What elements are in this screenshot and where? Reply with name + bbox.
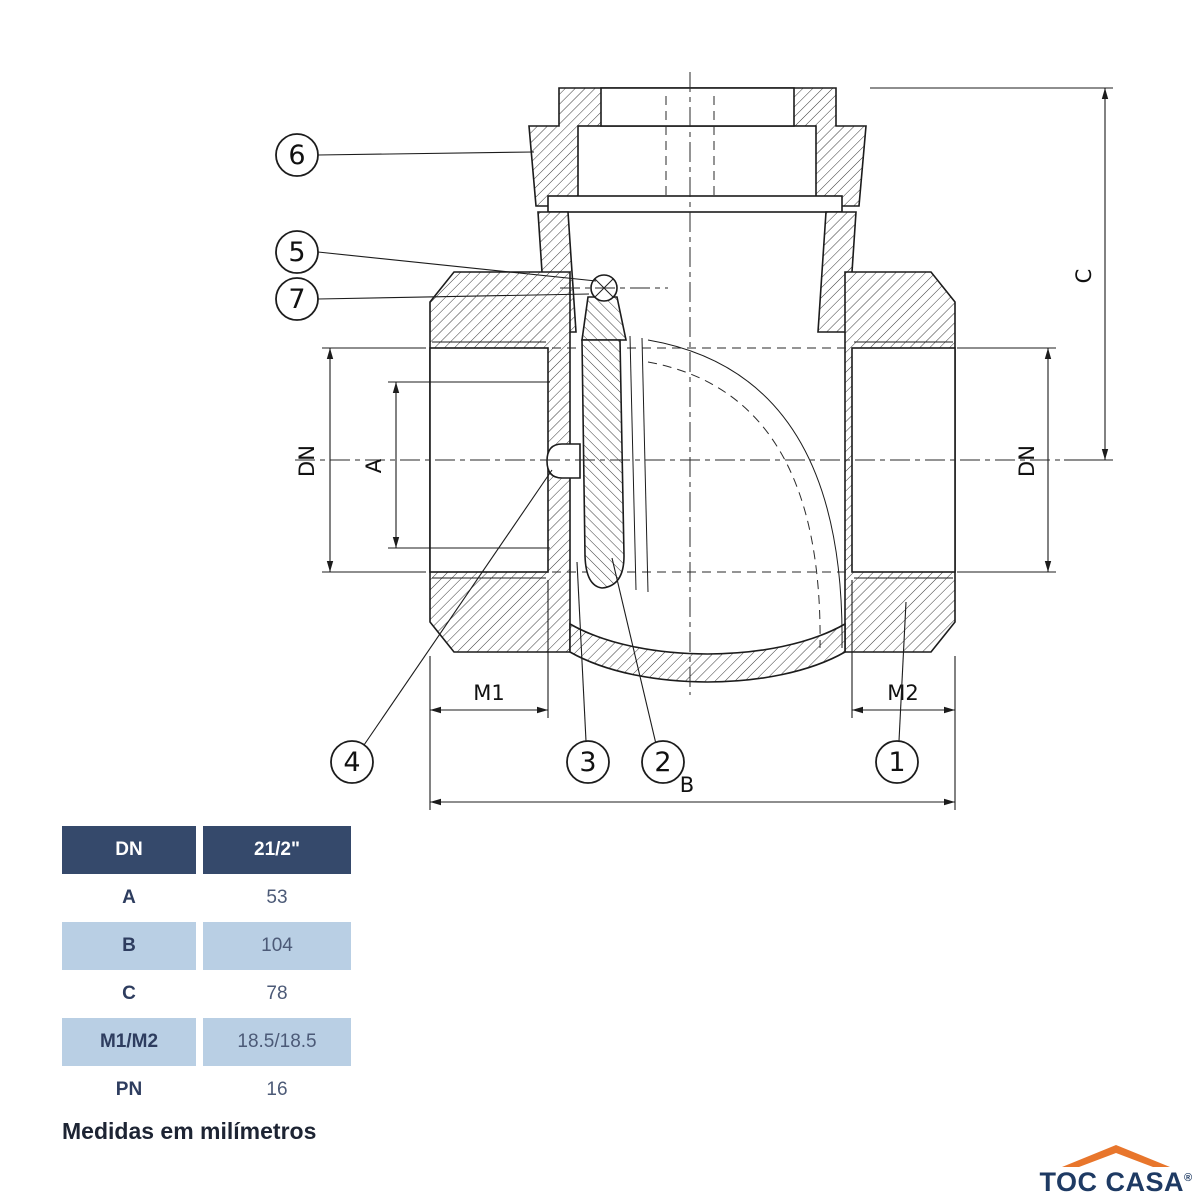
table-row-value: 21/2" xyxy=(203,826,351,874)
registered-mark: ® xyxy=(1183,1172,1193,1184)
table-row: PN 16 xyxy=(62,1066,354,1114)
balloon-6-number: 6 xyxy=(288,140,305,171)
disc-hanger-arm xyxy=(581,296,627,341)
units-note: Medidas em milímetros xyxy=(62,1118,317,1144)
balloon-7-number: 7 xyxy=(288,284,305,315)
dim-dn-right: DN xyxy=(1015,445,1039,477)
valve-body xyxy=(429,87,956,683)
table-row-label: A xyxy=(122,887,136,908)
dim-c: C xyxy=(1072,269,1096,284)
roof-icon xyxy=(1062,1145,1170,1167)
table-row-value: 16 xyxy=(266,1079,288,1100)
dome-arc-hidden xyxy=(647,361,821,649)
balloon-4 xyxy=(330,740,374,784)
disc-nut xyxy=(546,443,581,479)
dim-a: A xyxy=(362,458,386,473)
body-shell-bottom xyxy=(569,622,846,683)
table-row: DN 21/2" xyxy=(62,826,354,874)
balloon-5 xyxy=(275,230,319,274)
cap-plug xyxy=(600,87,795,127)
table-row-label: C xyxy=(122,983,136,1004)
seat-line xyxy=(641,337,649,593)
dim-b: B xyxy=(680,773,694,797)
balloon-2-number: 2 xyxy=(654,747,671,778)
table-row-value: 53 xyxy=(266,887,288,908)
table-row-label: PN xyxy=(115,1079,143,1100)
dome-arc xyxy=(647,339,843,649)
brand-name: TOC CASA® xyxy=(1036,1169,1196,1196)
table-row-value: 18.5/18.5 xyxy=(203,1018,351,1066)
balloon-3 xyxy=(566,740,610,784)
table-row: M1/M2 18.5/18.5 xyxy=(62,1018,354,1066)
dimensions: DN A DN C M1 M2 xyxy=(295,87,1113,810)
seat-line xyxy=(629,335,637,591)
table-row: A 53 xyxy=(62,874,354,922)
swing-disc xyxy=(581,339,625,589)
balloon-1 xyxy=(875,740,919,784)
table-row-label: B xyxy=(62,922,196,970)
dim-m1: M1 xyxy=(473,681,504,705)
dim-dn-left: DN xyxy=(295,445,319,477)
table-row-value: 104 xyxy=(203,922,351,970)
balloon-2 xyxy=(641,740,685,784)
balloon-1-number: 1 xyxy=(888,747,905,778)
table-row-value: 78 xyxy=(266,983,288,1004)
balloon-5-number: 5 xyxy=(288,237,305,268)
table-row-label: DN xyxy=(62,826,196,874)
callouts: 6 5 7 4 3 2 1 xyxy=(275,133,919,784)
brand-logo: TOC CASA® sua casa merece esse toque xyxy=(1036,1142,1200,1200)
brand-text: TOC CASA xyxy=(1039,1167,1184,1197)
balloon-6 xyxy=(275,133,319,177)
balloon-7 xyxy=(275,277,319,321)
table-row-label: M1/M2 xyxy=(62,1018,196,1066)
table-row: C 78 xyxy=(62,970,354,1018)
spec-table: DN 21/2" A 53 B 104 C 78 M1/M2 18.5/18.5… xyxy=(62,826,354,1114)
table-row: B 104 xyxy=(62,922,354,970)
centerlines xyxy=(295,72,1062,695)
dim-m2: M2 xyxy=(887,681,918,705)
cap-cavity xyxy=(577,125,817,207)
cap-flange xyxy=(547,195,843,213)
balloon-3-number: 3 xyxy=(579,747,596,778)
balloon-4-number: 4 xyxy=(343,747,360,778)
valve-technical-drawing: DN A DN C M1 M2 xyxy=(275,72,1113,810)
